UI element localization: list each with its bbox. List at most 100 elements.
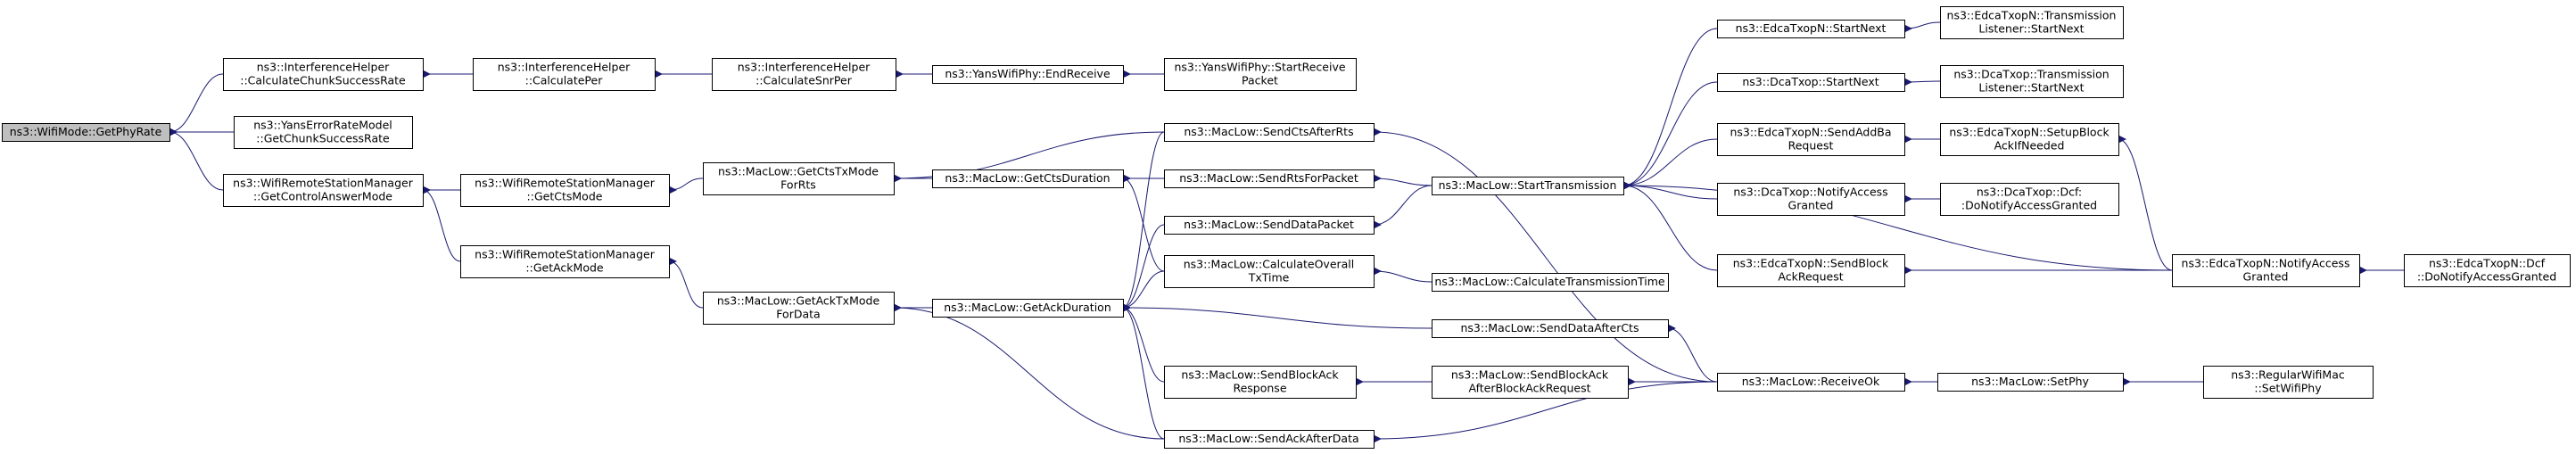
node-label-line: ns3::MacLow::CalculateOverall xyxy=(1184,258,1355,271)
node-label-line: ns3::MacLow::GetAckDuration xyxy=(944,301,1111,314)
node-send-rts[interactable]: ns3::MacLow::SendRtsForPacket xyxy=(1164,169,1375,188)
node-label-line: ns3::MacLow::SendBlockAck xyxy=(1181,368,1339,382)
node-edca-dcf-do-notify[interactable]: ns3::EdcaTxopN::Dcf::DoNotifyAccessGrant… xyxy=(2404,254,2571,287)
node-label-line: ForRts xyxy=(780,178,816,192)
node-send-cts-after-rts[interactable]: ns3::MacLow::SendCtsAfterRts xyxy=(1164,123,1375,142)
node-label-line: ns3::WifiRemoteStationManager xyxy=(475,248,656,261)
node-label-line: Request xyxy=(1788,139,1834,153)
node-label-line: ns3::EdcaTxopN::SetupBlock xyxy=(1949,126,2110,139)
node-send-ack-after-data[interactable]: ns3::MacLow::SendAckAfterData xyxy=(1164,430,1375,449)
node-box xyxy=(234,116,413,149)
node-calc-per[interactable]: ns3::InterferenceHelper::CalculatePer xyxy=(473,58,656,91)
node-label-line: ns3::MacLow::GetCtsTxMode xyxy=(718,165,879,178)
node-box xyxy=(1164,58,1357,91)
node-label-line: ns3::EdcaTxopN::SendAddBa xyxy=(1730,126,1891,139)
node-send-ba-after-bar[interactable]: ns3::MacLow::SendBlockAckAfterBlockAckRe… xyxy=(1432,366,1629,399)
node-box xyxy=(1164,366,1357,399)
edges-layer xyxy=(169,21,2404,443)
node-box xyxy=(1717,123,1905,156)
node-box xyxy=(223,174,424,207)
node-send-data[interactable]: ns3::MacLow::SendDataPacket xyxy=(1164,216,1375,235)
node-ctrl-answer[interactable]: ns3::WifiRemoteStationManager::GetContro… xyxy=(223,174,424,207)
node-set-phy[interactable]: ns3::MacLow::SetPhy xyxy=(1937,373,2124,392)
node-box xyxy=(1940,183,2119,216)
node-label-line: ::CalculatePer xyxy=(525,74,604,87)
node-dca-notify[interactable]: ns3::DcaTxop::NotifyAccessGranted xyxy=(1717,183,1905,216)
node-regular-set-phy[interactable]: ns3::RegularWifiMac::SetWifiPhy xyxy=(2203,366,2374,399)
node-box xyxy=(703,162,895,195)
node-label-line: ::SetWifiPhy xyxy=(2254,382,2322,395)
node-box xyxy=(932,169,1124,188)
node-end-receive[interactable]: ns3::YansWifiPhy::EndReceive xyxy=(932,65,1124,84)
edge-receive-ok-to-send-ack-after-data xyxy=(1373,381,1718,443)
node-box xyxy=(1937,373,2124,392)
node-label-line: ns3::DcaTxop::Transmission xyxy=(1953,68,2109,81)
edge-dca-tl-start-next-to-dca-start-next xyxy=(1903,78,1941,87)
node-label-line: ns3::EdcaTxopN::Transmission xyxy=(1947,9,2117,22)
node-label-line: ::CalculateChunkSuccessRate xyxy=(240,74,406,87)
edge-ack-mode-to-ctrl-answer xyxy=(422,186,461,262)
node-receive-ok[interactable]: ns3::MacLow::ReceiveOk xyxy=(1717,373,1905,392)
node-cts-dur[interactable]: ns3::MacLow::GetCtsDuration xyxy=(932,169,1124,188)
node-label-line: AckIfNeeded xyxy=(1994,139,2065,153)
edge-calc-chunk-to-root xyxy=(169,73,224,136)
node-label-line: ns3::YansWifiPhy::EndReceive xyxy=(945,67,1110,80)
node-box xyxy=(932,65,1124,84)
node-label-line: ns3::EdcaTxopN::NotifyAccess xyxy=(2182,257,2350,270)
node-label-line: ns3::MacLow::CalculateTransmissionTime xyxy=(1434,275,1665,288)
node-calc-tx-time[interactable]: ns3::MacLow::CalculateTransmissionTime xyxy=(1432,273,1669,292)
node-edca-start-next[interactable]: ns3::EdcaTxopN::StartNext xyxy=(1717,20,1905,38)
node-label-line: ns3::RegularWifiMac xyxy=(2231,368,2345,382)
node-label-line: ::GetAckMode xyxy=(525,261,604,275)
node-label-line: Granted xyxy=(1788,199,1834,212)
edge-edca-notify-to-edca-setup-ba xyxy=(2118,135,2173,271)
node-label-line: ::CalculateSnrPer xyxy=(755,74,853,87)
node-calc-snr-per[interactable]: ns3::InterferenceHelper::CalculateSnrPer xyxy=(712,58,896,91)
node-label-line: ns3::WifiRemoteStationManager xyxy=(475,177,656,190)
node-label-line: ForData xyxy=(776,308,820,321)
node-yans-err[interactable]: ns3::YansErrorRateModel::GetChunkSuccess… xyxy=(234,116,413,149)
edge-edca-send-bar-to-start-tx xyxy=(1622,181,1718,271)
node-box xyxy=(1717,20,1905,38)
node-calc-chunk[interactable]: ns3::InterferenceHelper::CalculateChunkS… xyxy=(223,58,424,91)
node-start-tx[interactable]: ns3::MacLow::StartTransmission xyxy=(1432,177,1624,195)
node-box xyxy=(1432,177,1624,195)
node-edca-tl-start-next[interactable]: ns3::EdcaTxopN::TransmissionListener::St… xyxy=(1940,6,2124,39)
node-box xyxy=(1432,319,1669,338)
node-box xyxy=(1717,373,1905,392)
node-label-line: ns3::MacLow::GetCtsDuration xyxy=(945,171,1110,185)
edge-dca-start-next-to-start-tx xyxy=(1622,81,1718,190)
node-label-line: ns3::WifiRemoteStationManager xyxy=(233,177,414,190)
node-label-line: Listener::StartNext xyxy=(1978,22,2084,36)
node-box xyxy=(1940,123,2119,156)
node-edca-notify[interactable]: ns3::EdcaTxopN::NotifyAccessGranted xyxy=(2172,254,2360,287)
edge-send-ba-resp-to-ack-dur xyxy=(1122,303,1165,383)
node-box xyxy=(1164,255,1375,288)
edge-send-data-after-cts-to-ack-dur xyxy=(1122,303,1432,329)
edge-calc-overall-to-cts-dur xyxy=(1122,174,1165,272)
node-ack-dur[interactable]: ns3::MacLow::GetAckDuration xyxy=(932,299,1124,318)
node-cts-mode[interactable]: ns3::WifiRemoteStationManager::GetCtsMod… xyxy=(460,174,670,207)
node-box xyxy=(1164,169,1375,188)
node-label-line: ::DoNotifyAccessGranted xyxy=(2417,270,2556,284)
node-dca-tl-start-next[interactable]: ns3::DcaTxop::TransmissionListener::Star… xyxy=(1940,65,2124,98)
node-label-line: ::GetChunkSuccessRate xyxy=(256,132,390,145)
node-box xyxy=(1164,216,1375,235)
node-dca-start-next[interactable]: ns3::DcaTxop::StartNext xyxy=(1717,73,1905,92)
node-label-line: ns3::YansErrorRateModel xyxy=(253,119,392,132)
edge-ctrl-answer-to-root xyxy=(169,128,224,191)
edge-send-ack-after-data-to-ack-dur xyxy=(1122,303,1165,440)
node-label-line: ns3::MacLow::StartTransmission xyxy=(1439,178,1617,192)
node-dcf-do-notify[interactable]: ns3::DcaTxop::Dcf::DoNotifyAccessGranted xyxy=(1940,183,2119,216)
node-send-data-after-cts[interactable]: ns3::MacLow::SendDataAfterCts xyxy=(1432,319,1669,338)
edge-edca-start-next-to-start-tx xyxy=(1622,28,1718,190)
node-ack-mode[interactable]: ns3::WifiRemoteStationManager::GetAckMod… xyxy=(460,245,670,278)
